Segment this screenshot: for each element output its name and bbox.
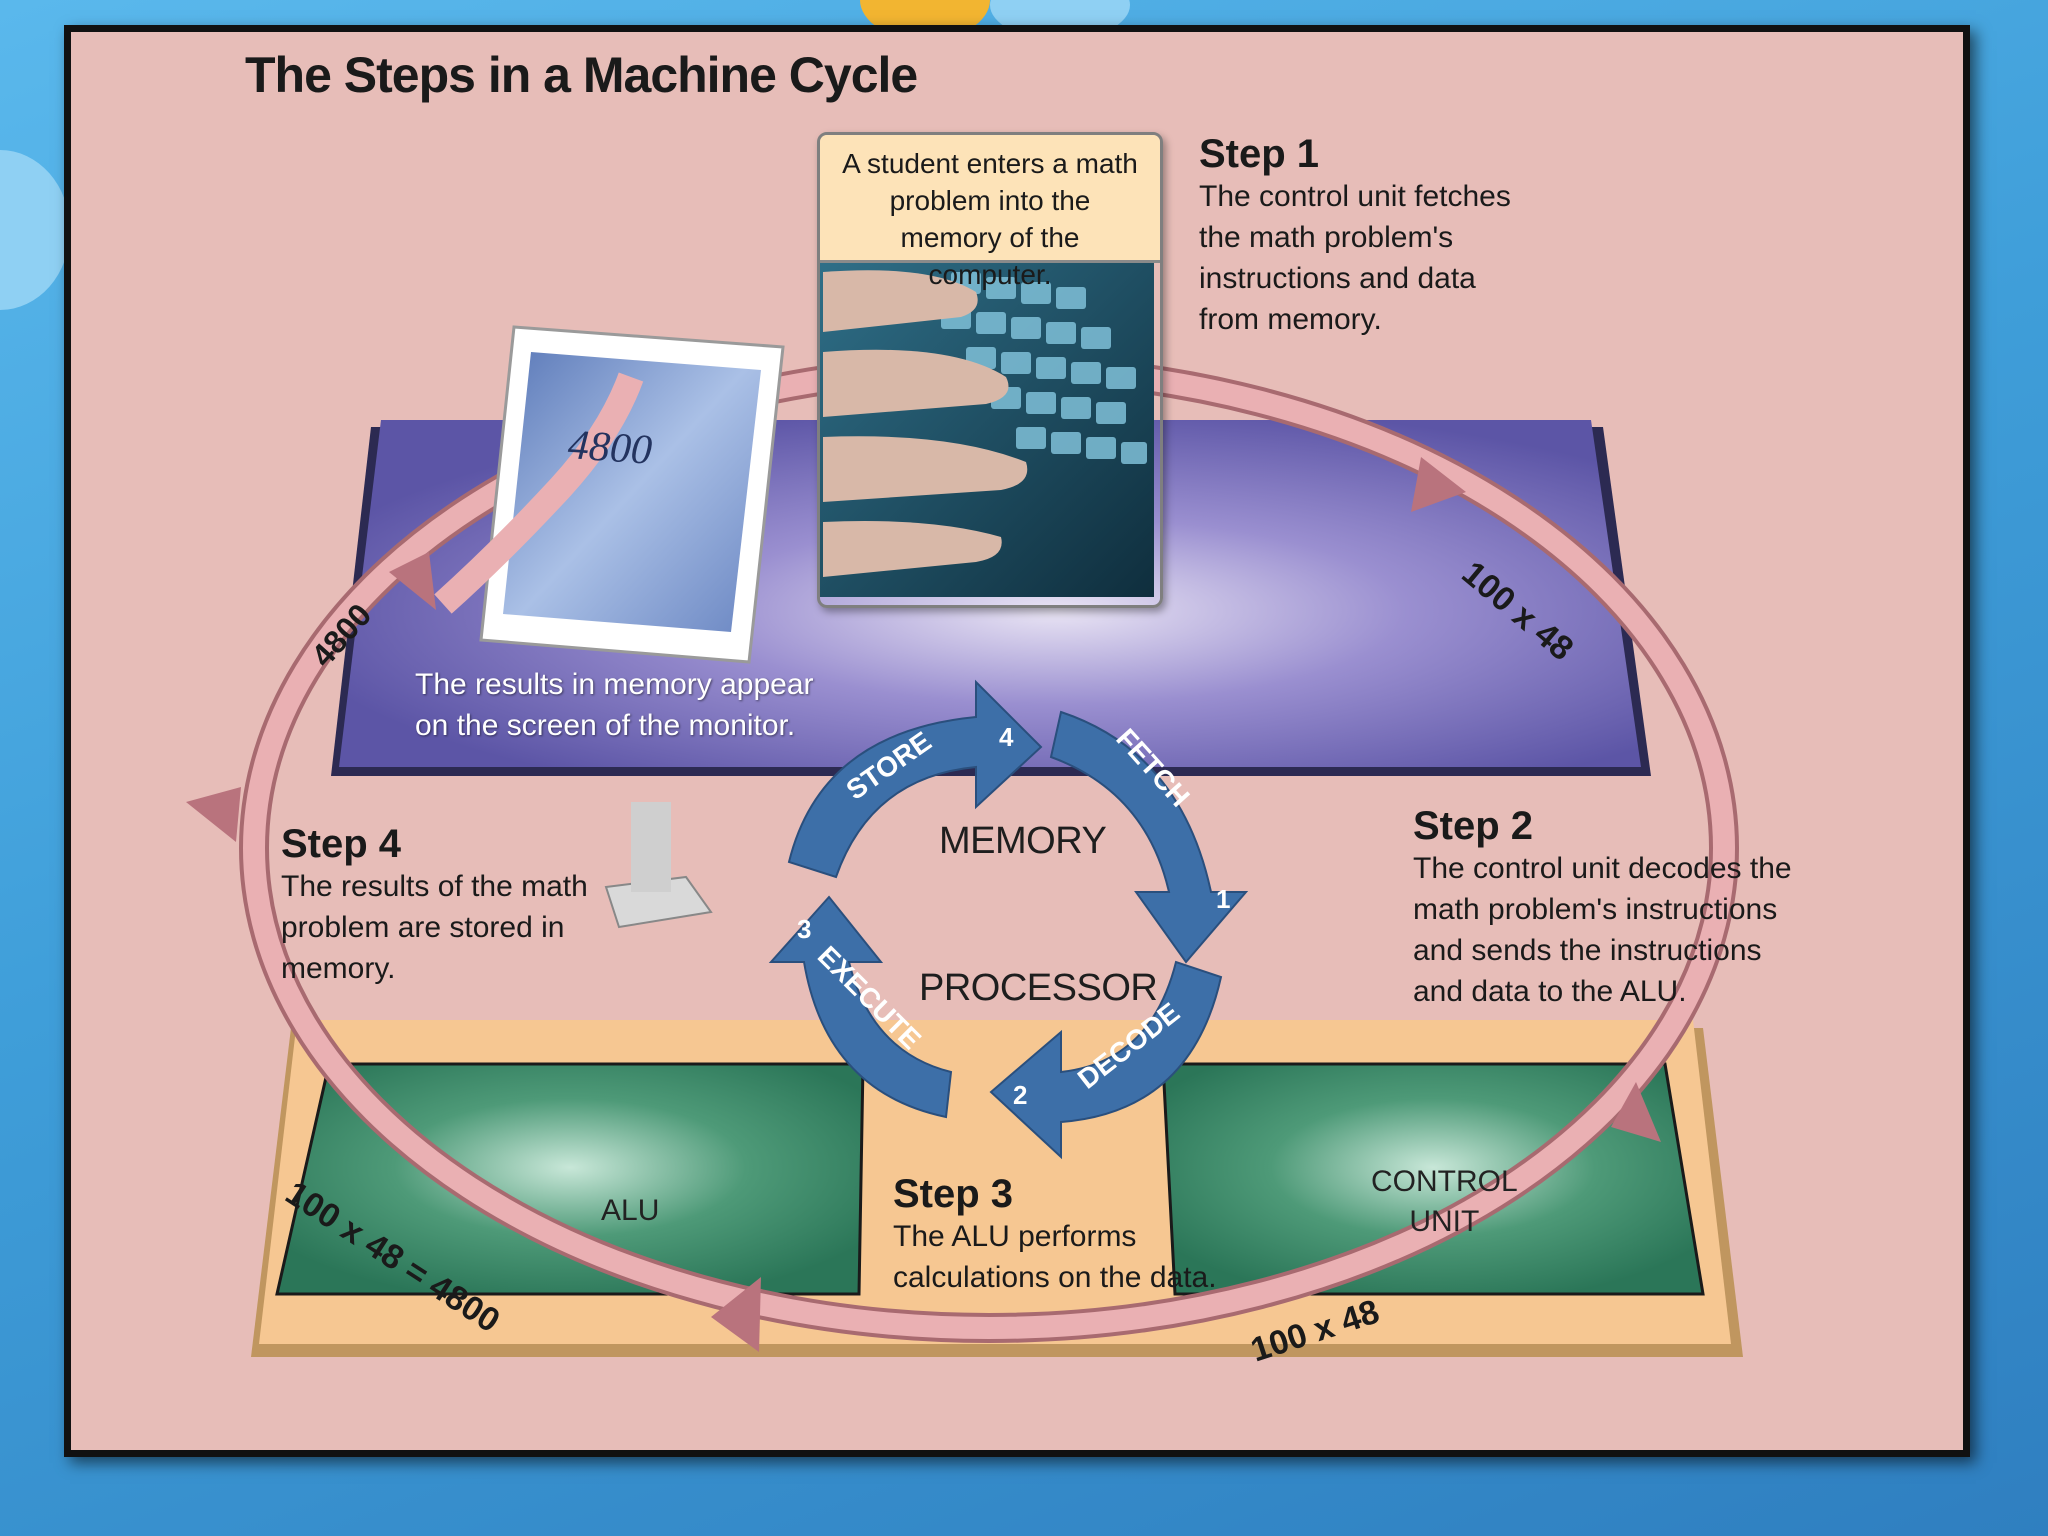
monitor-caption-line: on the screen of the monitor. — [415, 709, 796, 742]
fetch-number: 1 — [1216, 884, 1231, 914]
step-2-heading: Step 2 — [1413, 804, 1534, 848]
step-1-line: The control unit fetches — [1199, 180, 1511, 213]
execute-number: 3 — [797, 914, 812, 944]
step-2-line: and data to the ALU. — [1413, 975, 1687, 1008]
control-unit-label-line: CONTROL — [1371, 1165, 1518, 1198]
step-3-block: Step 3 The ALU performs calculations on … — [893, 1172, 1217, 1298]
step-4-line: problem are stored in — [281, 911, 565, 944]
step-3-heading: Step 3 — [893, 1172, 1014, 1216]
step-2-line: and sends the instructions — [1413, 934, 1762, 967]
loop-arrowhead — [389, 552, 436, 610]
page-title: The Steps in a Machine Cycle — [245, 47, 918, 103]
monitor-screen-value: 4800 — [566, 422, 654, 474]
step-2-block: Step 2 The control unit decodes the math… — [1413, 804, 1792, 1012]
alu-label: ALU — [601, 1194, 660, 1227]
step-1-line: instructions and data — [1199, 262, 1476, 295]
step-1-line: the math problem's — [1199, 221, 1454, 254]
loop-to-monitor — [434, 372, 644, 614]
step-1-block: Step 1 The control unit fetches the math… — [1199, 132, 1511, 340]
loop-arrowhead — [1411, 457, 1466, 512]
control-unit-chip — [1161, 1062, 1705, 1296]
step-1-line: from memory. — [1199, 303, 1382, 336]
diagram-frame: The Steps in a Machine Cycle A student e… — [64, 25, 1970, 1457]
monitor-caption: The results in memory appear on the scre… — [415, 664, 814, 746]
control-unit-label: CONTROL UNIT — [1371, 1162, 1518, 1242]
keyboard-photo — [820, 260, 1154, 597]
loop-arrowhead — [1611, 1082, 1661, 1142]
step-2-line: math problem's instructions — [1413, 893, 1778, 926]
loop-arrowhead — [186, 787, 241, 842]
step-1-heading: Step 1 — [1199, 132, 1320, 176]
step-2-line: The control unit decodes the — [1413, 852, 1792, 885]
cycle-center-memory: MEMORY — [939, 820, 1107, 862]
decode-number: 2 — [1013, 1080, 1028, 1110]
loop-arrowhead — [711, 1277, 761, 1352]
step-3-line: The ALU performs — [893, 1220, 1137, 1253]
cycle-center-processor: PROCESSOR — [919, 967, 1158, 1009]
background-shape — [0, 150, 70, 310]
step-4-line: The results of the math — [281, 870, 588, 903]
intro-card: A student enters a math problem into the… — [817, 132, 1163, 608]
step-4-block: Step 4 The results of the math problem a… — [281, 822, 588, 989]
step-4-line: memory. — [281, 952, 396, 985]
step-4-heading: Step 4 — [281, 822, 402, 866]
monitor-caption-line: The results in memory appear — [415, 668, 814, 701]
step-3-line: calculations on the data. — [893, 1261, 1217, 1294]
diagram-canvas — [186, 260, 1743, 1357]
intro-card-caption: A student enters a math problem into the… — [820, 135, 1160, 290]
monitor-graphic — [479, 325, 785, 929]
store-number: 4 — [999, 722, 1014, 752]
alu-chip — [275, 1062, 865, 1296]
cycle-arrows — [768, 679, 1249, 1160]
control-unit-label-line: UNIT — [1409, 1205, 1480, 1238]
